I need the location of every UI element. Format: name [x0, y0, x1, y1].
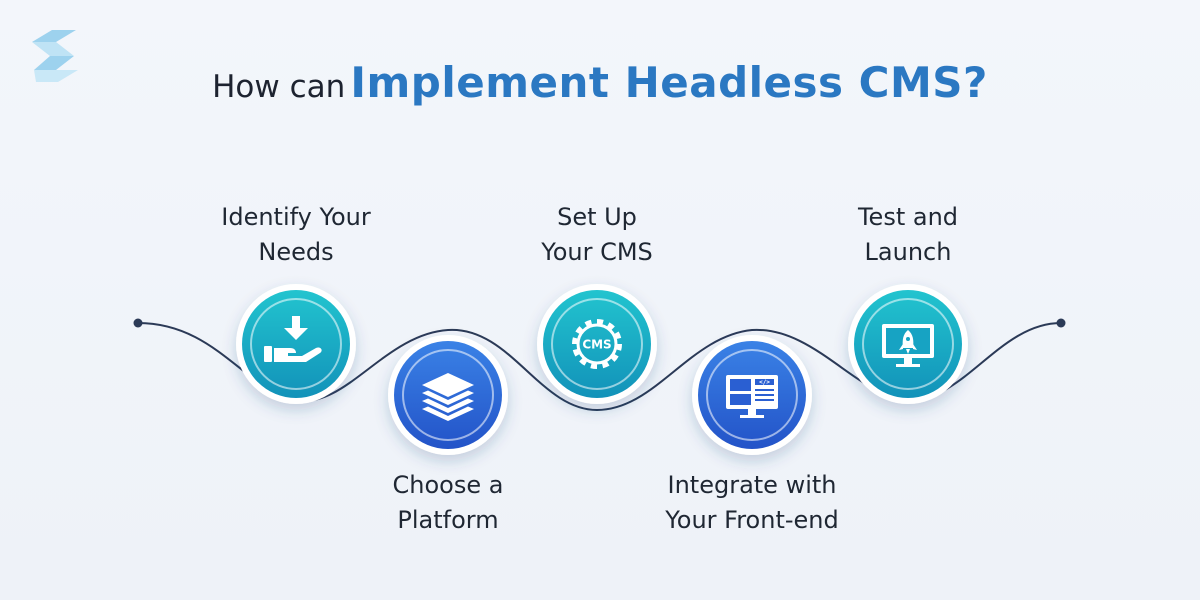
code-monitor-text: </>	[759, 379, 770, 386]
step-5-label: Test and Launch	[788, 200, 1028, 270]
brand-logo	[32, 30, 78, 82]
rocket-monitor-icon	[882, 324, 934, 367]
step-5-label-line2: Launch	[864, 238, 952, 266]
download-hand-icon	[264, 316, 322, 362]
step-4-node: </>	[692, 335, 812, 455]
step-2-node	[388, 335, 508, 455]
page-title: How can Implement Headless CMS?	[0, 58, 1200, 107]
step-1-label: Identify Your Needs	[176, 200, 416, 270]
code-monitor-icon: </>	[726, 375, 778, 418]
cms-gear-icon: CMS	[572, 319, 622, 369]
step-3-label: Set Up Your CMS	[477, 200, 717, 270]
step-3-node: CMS	[537, 284, 657, 404]
step-3-label-line2: Your CMS	[541, 238, 653, 266]
step-5-label-line1: Test and	[857, 203, 959, 231]
step-2-label: Choose a Platform	[328, 468, 568, 538]
layers-icon	[422, 373, 474, 421]
step-1-label-line1: Identify Your	[221, 203, 371, 231]
title-prefix: How can	[212, 69, 346, 105]
step-2-label-line2: Platform	[397, 506, 499, 534]
step-4-label-line2: Your Front-end	[665, 506, 839, 534]
wave-end-dot	[1056, 318, 1066, 328]
wave-start-dot	[133, 318, 143, 328]
step-1-label-line2: Needs	[258, 238, 334, 266]
title-main: Implement Headless CMS?	[350, 58, 988, 107]
step-3-label-line1: Set Up	[557, 203, 637, 231]
step-4-label: Integrate with Your Front-end	[632, 468, 872, 538]
cms-gear-text: CMS	[582, 338, 611, 352]
step-4-label-line1: Integrate with	[667, 471, 837, 499]
step-1-node	[236, 284, 356, 404]
step-5-node	[848, 284, 968, 404]
step-2-label-line1: Choose a	[392, 471, 504, 499]
